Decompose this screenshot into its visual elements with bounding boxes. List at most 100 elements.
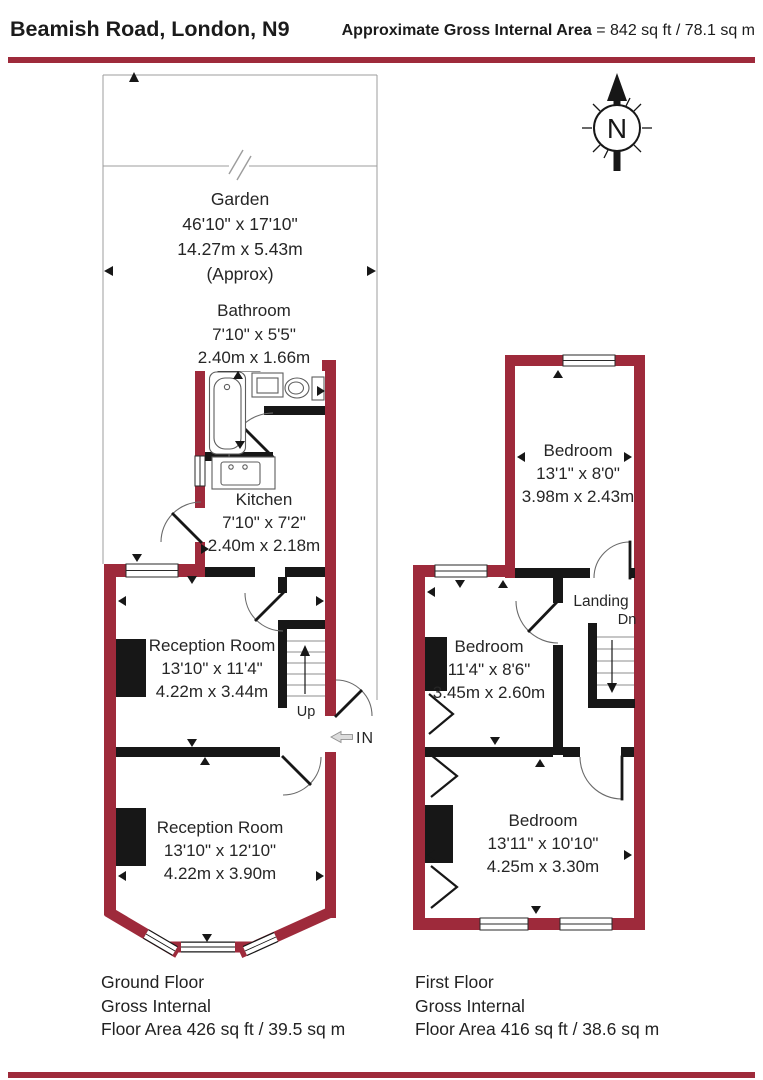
bathroom-label: Bathroom 7'10" x 5'5" 2.40m x 1.66m — [186, 297, 322, 371]
first-floor-footer: First Floor Gross Internal Floor Area 41… — [415, 971, 659, 1042]
rear-wall-window — [125, 563, 179, 578]
north-letter: N — [607, 113, 627, 144]
north-arrowhead-icon — [607, 73, 627, 101]
bedroom-middle-metric: 3.45m x 2.60m — [433, 683, 545, 702]
bedroom-middle-name: Bedroom — [455, 637, 524, 656]
bedroom-front-window — [559, 917, 613, 931]
bathtub-icon — [208, 371, 247, 455]
bedroom-front-imperial: 13'11" x 10'10" — [488, 834, 599, 853]
kitchen-label: Kitchen 7'10" x 7'2" 2.40m x 2.18m — [208, 490, 320, 555]
bathroom-metric: 2.40m x 1.66m — [198, 348, 310, 367]
gross-internal-area: Approximate Gross Internal Area = 842 sq… — [342, 22, 755, 40]
header-rule — [8, 57, 755, 63]
bedroom-front-door — [579, 755, 624, 801]
kitchen-imperial: 7'10" x 7'2" — [222, 513, 306, 532]
reception-1-imperial: 13'10" x 11'4" — [161, 659, 262, 678]
first-floor-footer-line3: Floor Area 416 sq ft / 38.6 sq m — [415, 1019, 660, 1039]
reception-2-metric: 4.22m x 3.90m — [164, 864, 276, 883]
stairs-down-label: Dn — [618, 612, 637, 628]
up-arrowhead-icon — [300, 645, 310, 656]
bedroom-middle-imperial: 11'4" x 8'6" — [448, 660, 531, 679]
ground-floor-footer-line3: Floor Area 426 sq ft / 39.5 sq m — [101, 1019, 346, 1039]
reception-2-door — [281, 755, 322, 796]
first-floor-dimension-ticks — [427, 370, 632, 914]
ground-floor-interior-walls — [116, 406, 325, 866]
bay-window — [104, 905, 336, 959]
bedroom-middle-window — [434, 564, 488, 578]
garden: Garden 46'10" x 17'10" 14.27m x 5.43m (A… — [102, 72, 378, 700]
chimney-breast — [116, 808, 146, 866]
first-floor-stairs: Dn Landing — [573, 593, 636, 708]
kitchen-sink-icon — [211, 456, 276, 490]
landing-label: Landing — [573, 593, 628, 610]
entrance-marker: IN — [330, 730, 374, 747]
first-floor-doors — [515, 540, 632, 801]
stairs-up-label: Up — [297, 704, 316, 720]
stair-wall — [278, 620, 287, 708]
bedroom-front-name: Bedroom — [509, 811, 578, 830]
chimney-breast — [425, 637, 447, 691]
area-value: = 842 sq ft / 78.1 sq m — [596, 22, 755, 39]
ground-floor-footer-line1: Ground Floor — [101, 972, 205, 992]
page-title: Beamish Road, London, N9 — [10, 17, 290, 41]
bay-window-pane — [143, 929, 178, 956]
first-floor-footer-line1: First Floor — [415, 972, 494, 992]
garden-metric: 14.27m x 5.43m — [177, 239, 302, 259]
toilet-icon — [284, 376, 325, 401]
bedroom-rear-door — [593, 540, 632, 580]
bedroom-rear-window — [562, 354, 616, 367]
ground-stairs: Up — [287, 640, 325, 720]
bedroom-middle-door — [515, 599, 560, 644]
ground-dimension-ticks — [118, 371, 325, 942]
first-floor-interior-walls — [425, 568, 635, 863]
bathroom-name: Bathroom — [217, 301, 291, 320]
compass-circle-icon — [593, 104, 641, 152]
basin-icon — [251, 372, 284, 398]
first-floor-windows — [434, 354, 616, 931]
entrance-in-label: IN — [356, 730, 374, 747]
bedroom-front-window — [479, 917, 529, 931]
bedroom-rear-imperial: 13'1" x 8'0" — [536, 464, 620, 483]
chimney-breast — [116, 639, 146, 697]
entrance-door — [334, 679, 373, 718]
garden-name: Garden — [211, 189, 269, 209]
break-zigzag-icon — [228, 149, 244, 175]
bay-window-pane — [242, 931, 279, 957]
dimension-tick — [129, 72, 139, 82]
ground-floor-footer-line2: Gross Internal — [101, 995, 211, 1016]
area-label: Approximate Gross Internal Area — [341, 22, 592, 39]
reception-1-metric: 4.22m x 3.44m — [156, 682, 268, 701]
ground-floor-footer: Ground Floor Gross Internal Floor Area 4… — [101, 971, 345, 1042]
dimension-tick — [104, 266, 113, 276]
bedroom-rear-metric: 3.98m x 2.43m — [522, 487, 634, 506]
kitchen-side-window — [194, 455, 206, 487]
garden-back-door — [160, 501, 203, 544]
north-arrow: N — [582, 73, 652, 171]
reception-2-name: Reception Room — [157, 818, 284, 837]
reception-1-name: Reception Room — [149, 636, 276, 655]
bedroom-front-label: Bedroom 13'11" x 10'10" 4.25m x 3.30m — [487, 811, 599, 876]
kitchen-name: Kitchen — [236, 490, 293, 509]
down-arrowhead-icon — [607, 683, 617, 693]
kitchen-metric: 2.40m x 2.18m — [208, 536, 320, 555]
chimney-breast — [425, 805, 453, 863]
bedroom-rear-label: Bedroom 13'1" x 8'0" 3.98m x 2.43m — [522, 441, 634, 506]
bedroom-middle-label: Bedroom 11'4" x 8'6" 3.45m x 2.60m — [433, 637, 545, 702]
bedroom-front-metric: 4.25m x 3.30m — [487, 857, 599, 876]
bathroom-imperial: 7'10" x 5'5" — [212, 325, 296, 344]
closet-doors — [428, 693, 459, 909]
break-zigzag-icon — [236, 155, 252, 181]
first-floor-footer-line2: Gross Internal — [415, 995, 525, 1016]
garden-imperial: 46'10" x 17'10" — [182, 214, 297, 234]
footer-rule — [8, 1072, 755, 1078]
reception-room-1-label: Reception Room 13'10" x 11'4" 4.22m x 3.… — [149, 636, 276, 701]
compass-rays-icon — [582, 97, 652, 159]
garden-note: (Approx) — [206, 264, 273, 284]
dimension-tick — [367, 266, 376, 276]
bedroom-rear-name: Bedroom — [544, 441, 613, 460]
in-arrow-icon — [330, 730, 353, 744]
reception-room-2-label: Reception Room 13'10" x 12'10" 4.22m x 3… — [157, 818, 284, 883]
fixtures — [208, 371, 325, 490]
